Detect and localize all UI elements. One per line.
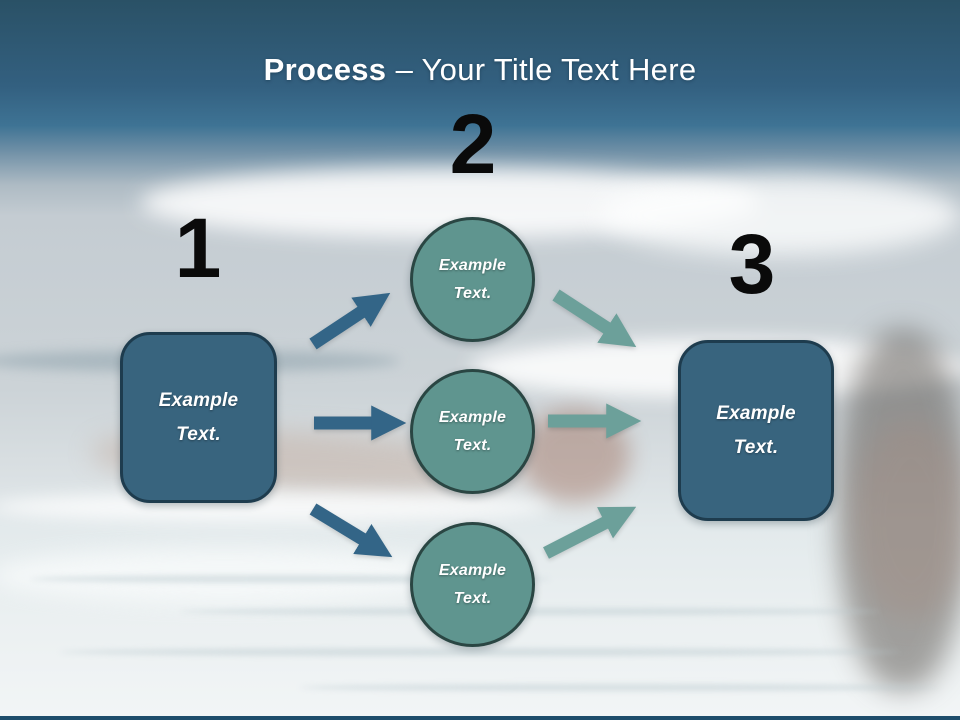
process-circle-bottom-label: Example Text. <box>438 561 507 607</box>
process-box-step3-label: Example Text. <box>716 403 796 458</box>
process-circle-top-label: Example Text. <box>438 256 507 302</box>
step-number-2: 2 <box>449 97 497 191</box>
process-circle-middle: Example Text. <box>410 369 535 494</box>
process-circle-top: Example Text. <box>410 217 535 342</box>
slide-title: Process– Your Title Text Here <box>0 52 960 88</box>
process-circle-bottom: Example Text. <box>410 522 535 647</box>
process-box-step1-label: Example Text. <box>158 390 239 445</box>
photo-ripple <box>60 648 900 656</box>
photo-cloud <box>600 175 960 255</box>
photo-ripple <box>30 575 550 583</box>
title-keyword: Process <box>263 52 387 87</box>
arrow-top-circle-to-right <box>552 289 637 348</box>
title-subtitle: – Your Title Text Here <box>395 52 697 87</box>
step-number-3: 3 <box>728 217 776 311</box>
step-number-1: 1 <box>174 201 222 295</box>
photo-pool-edge <box>0 492 550 522</box>
process-circle-middle-label: Example Text. <box>438 408 507 454</box>
bottom-accent-bar <box>0 716 960 720</box>
photo-swimmer <box>838 330 960 690</box>
photo-ripple <box>180 608 880 615</box>
arrow-left-to-top-circle <box>309 292 391 350</box>
arrow-left-to-bottom-circle <box>309 503 393 558</box>
arrow-bottom-circle-to-right <box>543 506 637 559</box>
process-box-step1: Example Text. <box>120 332 277 503</box>
photo-ripple <box>300 684 940 691</box>
photo-swimmer <box>852 420 960 620</box>
process-box-step3: Example Text. <box>678 340 834 521</box>
